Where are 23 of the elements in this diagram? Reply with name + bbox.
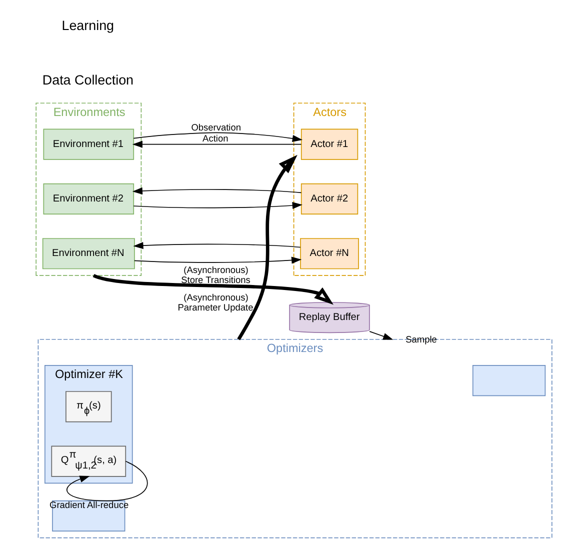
edge-label: (Asynchronous) Store Transitions	[180, 264, 250, 285]
arrow	[368, 331, 393, 340]
node-box: Actor #N	[300, 238, 358, 270]
node-box: Environment #1	[42, 128, 134, 160]
edge-label: Observation	[190, 122, 241, 133]
edge-label: Gradient All-reduce	[49, 500, 128, 510]
arrow	[132, 132, 302, 142]
node-box: Actor #1	[300, 128, 358, 160]
arrow	[134, 256, 302, 264]
arrow	[132, 202, 302, 210]
label: Learning	[61, 18, 114, 33]
label: Data Collection	[42, 72, 134, 88]
arrow	[92, 274, 334, 305]
edge-label: Action	[202, 134, 228, 144]
node-box: Environment #N	[42, 238, 134, 270]
arrow	[236, 154, 297, 340]
arrow	[132, 140, 302, 148]
arrow	[132, 187, 302, 194]
arrow	[132, 242, 300, 250]
edge-label: (Asynchronous) Parameter Update	[177, 292, 253, 313]
node-box: Actor #2	[300, 183, 358, 215]
node-box: Environment #2	[42, 183, 134, 215]
node-box	[472, 365, 546, 396]
